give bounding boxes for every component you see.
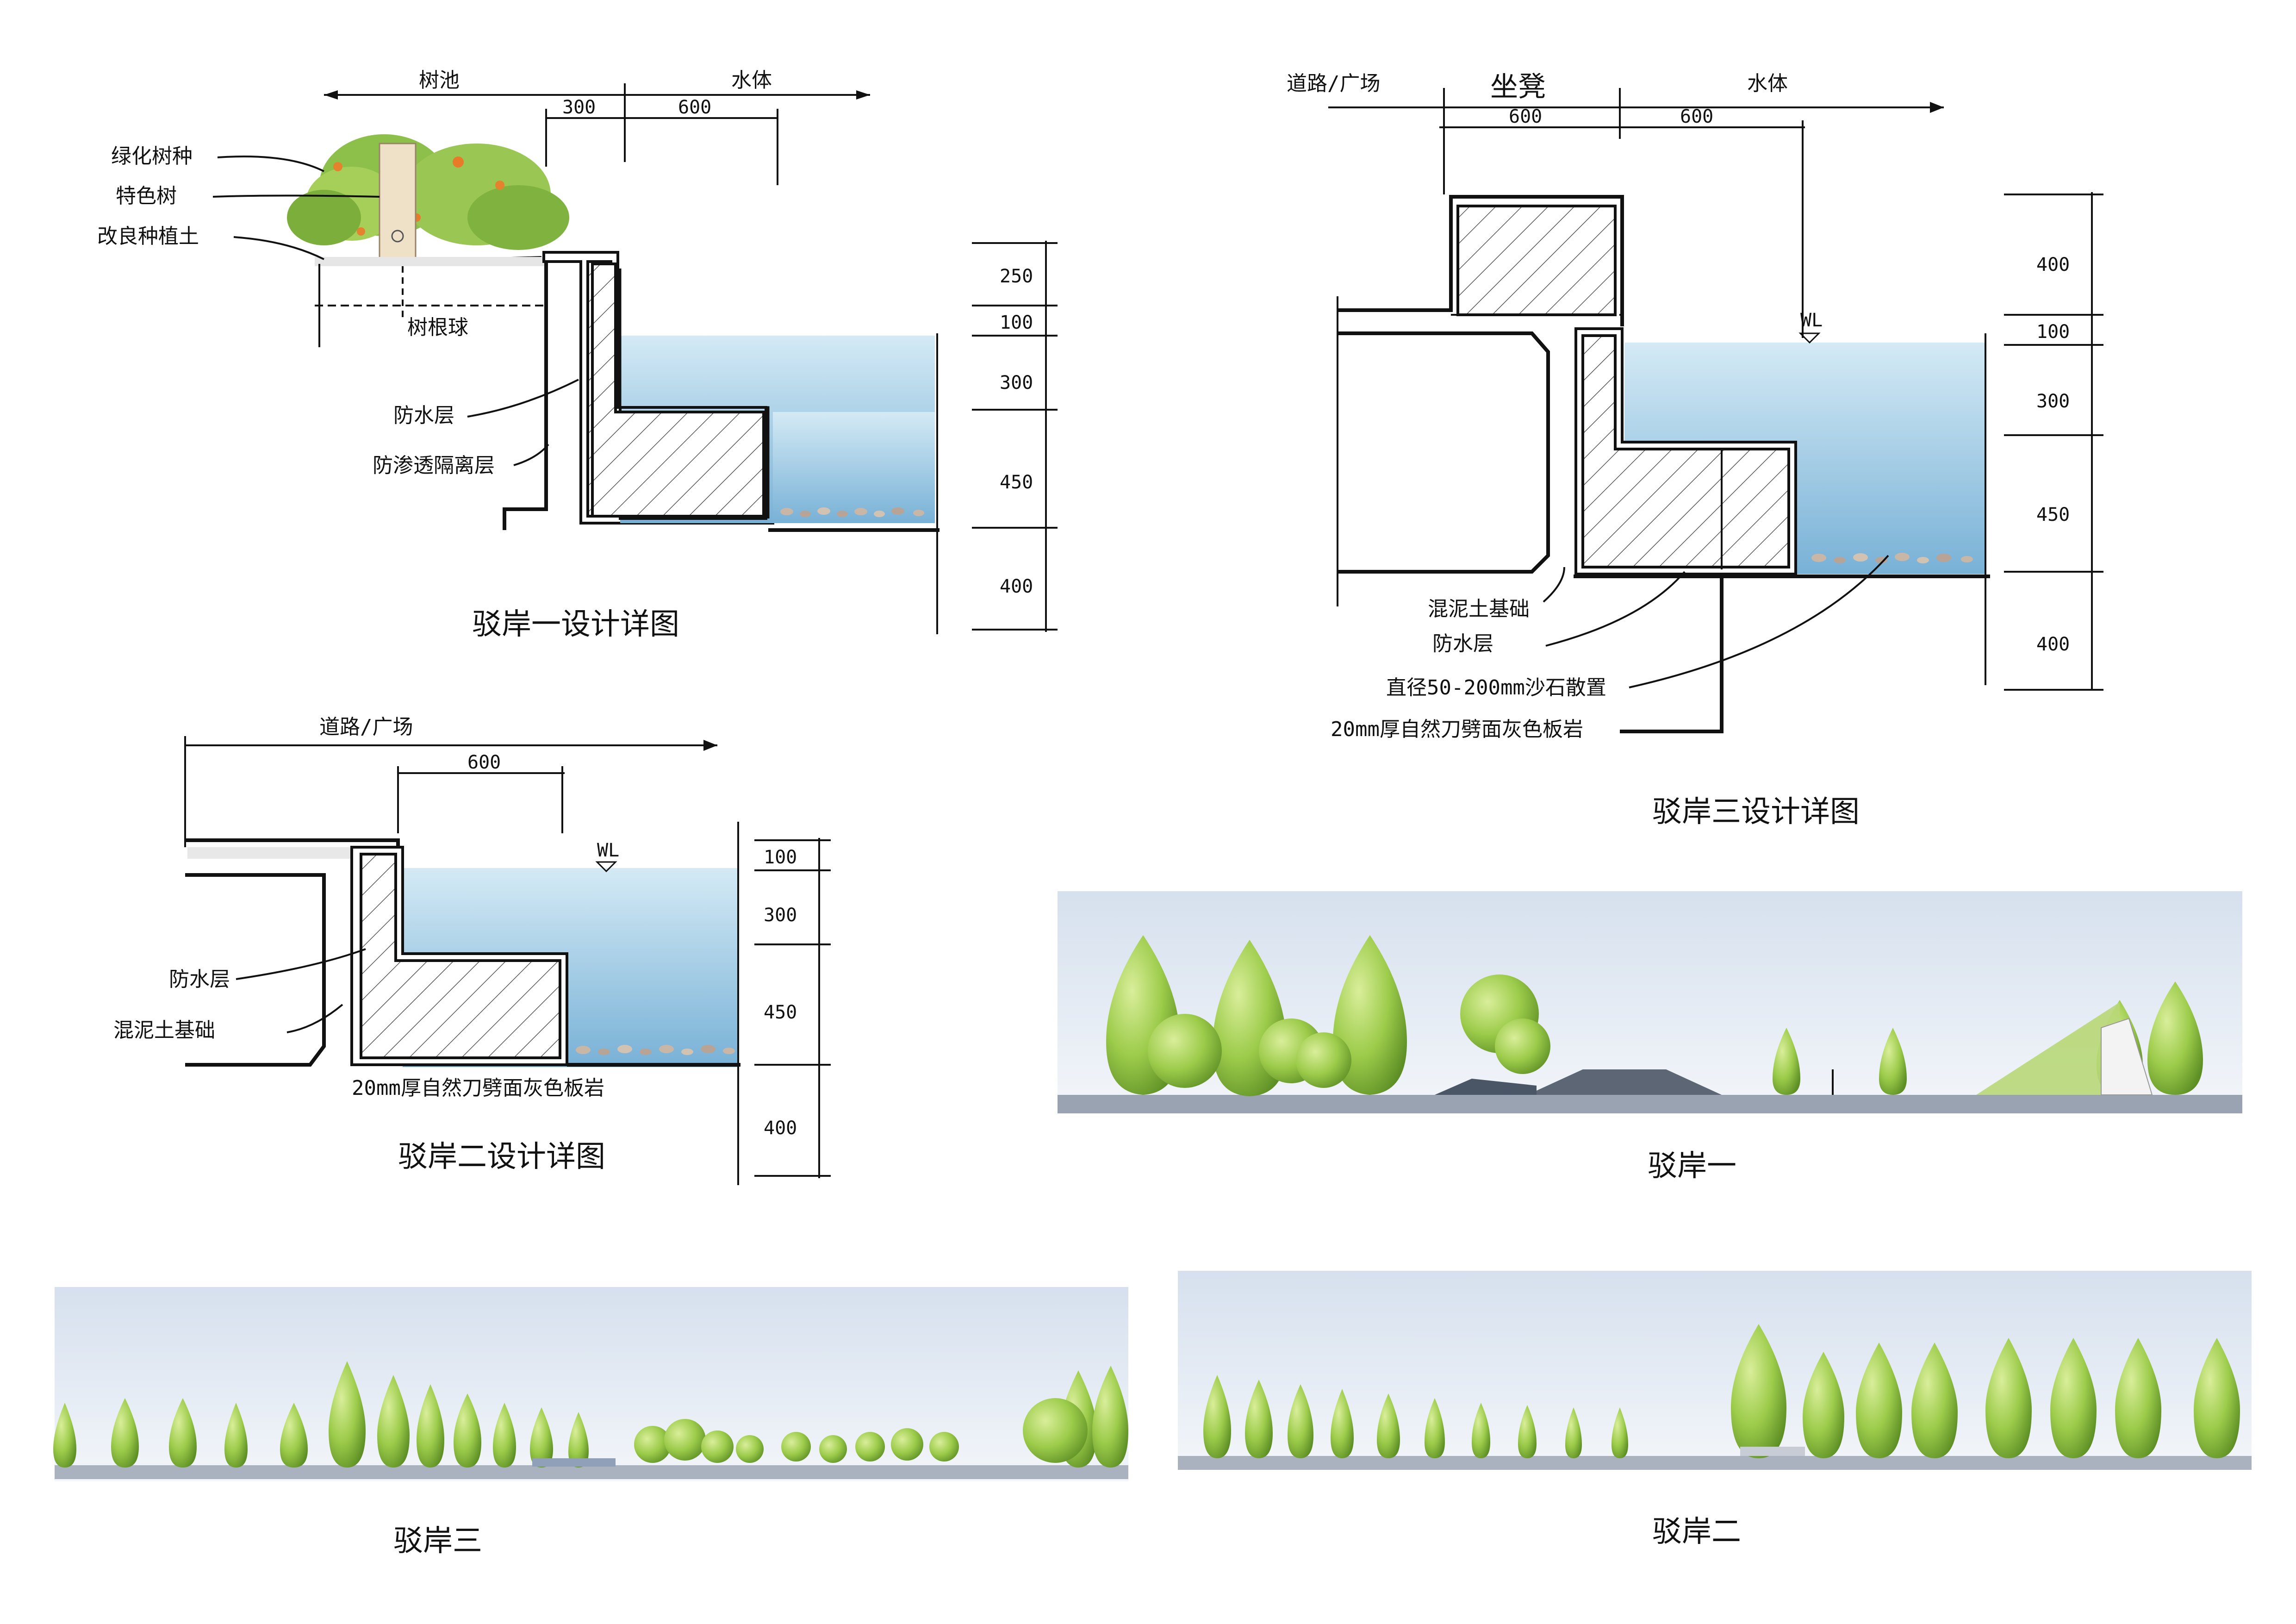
detail-1: 树池 水体 300 600 绿化树种 特色树 改: [97, 69, 1058, 642]
detail-3: 道路/广场 坐凳 水体 600 600 WL 400 100 300 450 4…: [1287, 71, 2103, 829]
d3-label-bench: 坐凳: [1490, 71, 1546, 103]
d3-dim-ticks: [2004, 194, 2103, 691]
d1-callout-improved-soil: 改良种植土: [97, 225, 199, 248]
e3-caption: 驳岸三: [393, 1524, 482, 1558]
d2-gravel: [576, 1045, 735, 1055]
d2-dim-300: 300: [764, 905, 797, 926]
elevation-2: 驳岸二: [1178, 1271, 2252, 1549]
d2-dim-ticks: [754, 839, 831, 1177]
d1-dim-300v: 300: [1000, 372, 1033, 394]
d2-dim-100: 100: [764, 847, 797, 868]
d1-callout-waterproof: 防水层: [393, 404, 454, 427]
d2-dim-400: 400: [764, 1118, 797, 1139]
e1-trees: [1106, 935, 2203, 1096]
d2-title: 驳岸二设计详图: [398, 1140, 605, 1174]
d1-dim-300: 300: [562, 97, 596, 118]
d1-callout-greening-species: 绿化树种: [111, 144, 193, 168]
d3-dim-600b: 600: [1680, 106, 1713, 127]
d1-dim-ticks: [972, 242, 1058, 631]
d3-callout-slate: 20mm厚自然刀劈面灰色板岩: [1331, 718, 1583, 741]
d1-label-water: 水体: [731, 69, 772, 92]
d3-label-road-plaza: 道路/广场: [1287, 72, 1381, 95]
d3-title: 驳岸三设计详图: [1652, 795, 1860, 829]
d1-callout-root-ball: 树根球: [407, 316, 468, 339]
d1-dim-100: 100: [1000, 312, 1033, 333]
d3-label-water: 水体: [1747, 72, 1788, 95]
d3-callout-waterproof: 防水层: [1432, 632, 1493, 656]
e2-trees: [1203, 1324, 2240, 1458]
d2-label-road-plaza: 道路/广场: [319, 715, 413, 739]
e3-trees: [53, 1361, 1128, 1468]
e2-caption: 驳岸二: [1652, 1515, 1741, 1549]
d2-dim-450: 450: [764, 1002, 797, 1023]
e1-caption: 驳岸一: [1648, 1149, 1736, 1183]
d3-dim-400a: 400: [2036, 254, 2070, 275]
d2-callout-concrete-base: 混泥土基础: [113, 1018, 215, 1042]
d1-dim-450: 450: [1000, 472, 1033, 493]
d3-wl: WL: [1800, 310, 1823, 331]
d1-callout-anti-seepage: 防渗透隔离层: [373, 454, 495, 477]
d1-callout-feature-tree: 特色树: [116, 184, 177, 208]
d1-gravel: [780, 507, 924, 517]
d1-dim-400: 400: [1000, 576, 1033, 597]
d2-callout-slate: 20mm厚自然刀劈面灰色板岩: [352, 1076, 604, 1100]
d3-dim-300: 300: [2036, 391, 2070, 412]
detail-2: 道路/广场 600 WL 100 300 450 400 防水层 混泥土基础 2…: [113, 715, 831, 1185]
d1-dim-250: 250: [1000, 266, 1033, 287]
elevation-3: 驳岸三: [53, 1287, 1128, 1558]
d2-dim-600: 600: [467, 752, 501, 773]
d1-tree-illustration: [287, 134, 569, 260]
d3-dim-600a: 600: [1509, 106, 1542, 127]
d1-dim-600: 600: [678, 97, 711, 118]
d3-callout-gravel: 直径50-200mm沙石散置: [1386, 676, 1606, 700]
d3-dim-450: 450: [2036, 504, 2070, 525]
d3-dim-400b: 400: [2036, 634, 2070, 655]
d2-callout-waterproof: 防水层: [169, 968, 230, 991]
d3-callout-concrete-base: 混泥土基础: [1428, 597, 1530, 621]
elevation-1: 驳岸一: [1058, 891, 2242, 1183]
d2-wl: WL: [597, 840, 619, 861]
d1-label-tree-pit: 树池: [419, 69, 460, 92]
d1-title: 驳岸一设计详图: [472, 607, 679, 642]
d3-dim-100: 100: [2036, 321, 2070, 343]
